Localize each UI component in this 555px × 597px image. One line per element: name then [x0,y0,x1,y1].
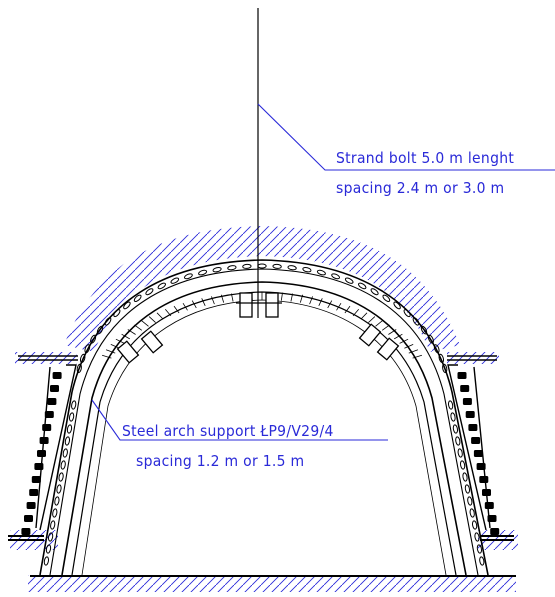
arch-profile-line [49,268,479,576]
right-clamp-b [376,337,400,361]
crown-clamp-right [265,292,279,318]
bolt-leader-line [257,103,555,171]
wall-wedges [21,372,500,535]
bolt-label-length: Strand bolt 5.0 m lenght [336,149,514,167]
right-foot-plate [480,535,514,541]
side-lagging [8,355,514,541]
arch-perforations [43,263,485,566]
arch-clamps [116,292,400,364]
left-wall-hatch [15,352,77,364]
arch-label-type: Steel arch support ŁP9/V29/4 [122,422,334,440]
right-lagging-bars [447,355,497,531]
arch-label-spacing: spacing 1.2 m or 1.5 m [136,452,304,470]
ground-hatching [10,226,518,592]
invert-hatch [28,575,516,592]
right-wall-hatch [447,352,499,364]
bolt-label-spacing: spacing 2.4 m or 3.0 m [336,179,504,197]
left-foot-plate [8,535,44,541]
arch-outer-rim [39,259,489,576]
left-clamp-a [116,340,140,364]
arch-leader-line [91,399,388,441]
crown-hatch-band [64,226,460,352]
left-lagging-bars [18,355,78,531]
left-clamp-b [140,330,164,354]
arch-inner-rim [61,281,467,576]
crown-clamp-left [239,292,253,318]
right-clamp-a [358,323,382,347]
